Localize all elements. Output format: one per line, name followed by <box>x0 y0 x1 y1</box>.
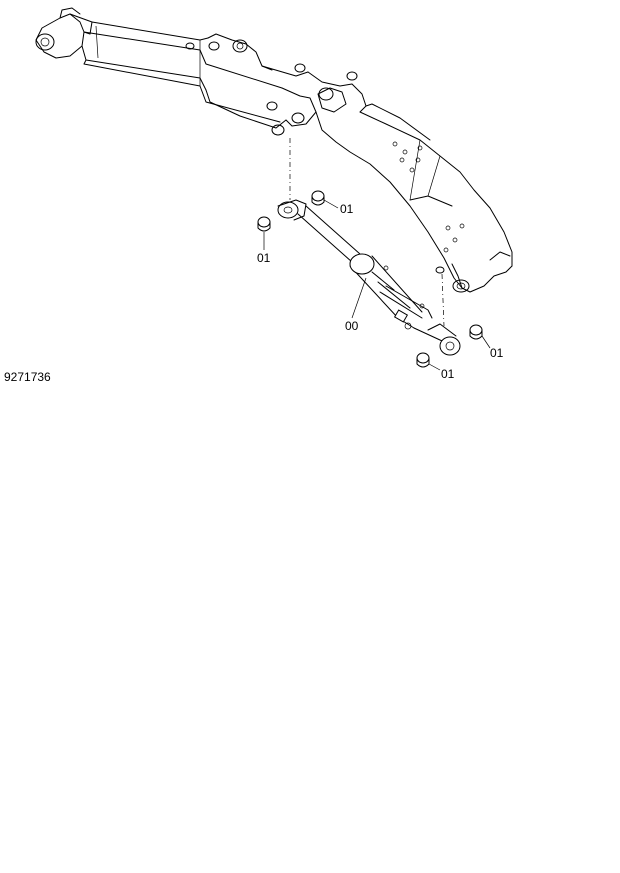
boom-arm <box>35 7 513 293</box>
callout-bushing-upper-left: 01 <box>257 251 271 265</box>
assembly-guide-lines <box>289 138 445 327</box>
bushing-lower-right <box>469 324 483 340</box>
leader-lines <box>263 199 491 371</box>
bushing-upper-right <box>311 190 325 206</box>
hydraulic-cylinder <box>277 199 461 356</box>
callout-bushing-upper-right: 01 <box>340 202 354 216</box>
figure-number: 9271736 <box>4 370 51 384</box>
bushing-lower-left <box>416 352 430 368</box>
callout-bushing-lower-right: 01 <box>490 346 504 360</box>
callout-cylinder: 00 <box>345 319 359 333</box>
bushing-upper-left <box>257 216 271 232</box>
callout-bushing-lower-left: 01 <box>441 367 455 381</box>
